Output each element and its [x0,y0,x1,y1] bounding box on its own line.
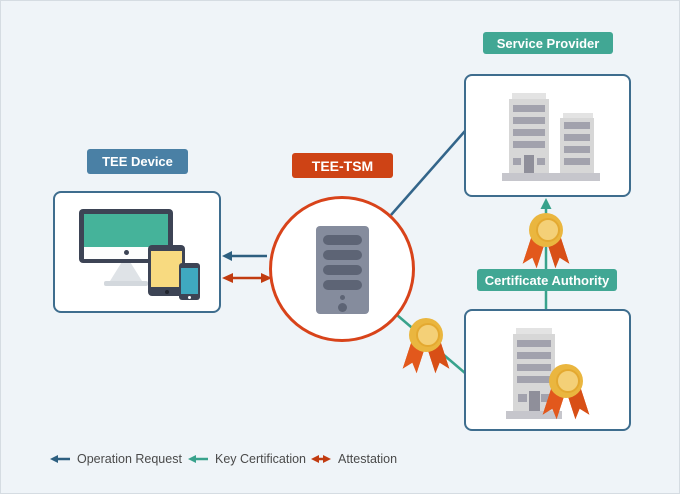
building-window [513,158,521,165]
building-roof [563,113,593,118]
building-windows [517,340,551,385]
server-icon [316,226,369,314]
server-slat [323,280,362,290]
up-arrowhead [540,198,552,209]
building-door [524,155,534,173]
server-led-large [338,303,347,312]
medal-coin-inner [536,218,560,242]
certificate-authority-label: Certificate Authority [477,269,617,291]
smartphone-icon [179,263,200,300]
building-roof [516,328,552,334]
buildings-icon [509,99,549,173]
phone-home-button [188,295,191,299]
building-window [537,158,545,165]
imac-base [104,281,148,286]
imac-screen [84,214,168,247]
building-door [529,391,540,411]
building-base [502,173,555,181]
server-led-small [340,295,345,300]
tablet-screen [151,251,182,287]
phone-screen [181,268,198,294]
building-windows [564,122,590,169]
certificate-medal-icon [524,213,568,273]
building-windows [513,105,545,149]
legend-attestation: Attestation [310,451,397,467]
left-arrowhead-blue [222,251,232,261]
legend-label: Key Certification [215,452,307,466]
building-window [518,394,527,402]
left-arrowhead-red [222,273,233,283]
right-arrowhead-red [261,273,272,283]
building-base [555,173,600,181]
legend-key-certification: Key Certification [187,451,306,467]
building-window [541,394,550,402]
double-arrow-red-icon [311,455,331,463]
tee-tsm-label: TEE-TSM [292,153,393,178]
service-provider-box [464,74,631,197]
imac-stand [110,263,142,281]
server-slat [323,235,362,245]
tee-device-label: TEE Device [87,149,188,174]
service-provider-label: Service Provider [483,32,613,54]
tee-device-box [53,191,221,313]
tablet-icon [148,245,185,296]
building-base [506,411,562,419]
legend-label: Operation Request [77,452,182,466]
building-roof [512,93,546,99]
medal-coin-inner [556,369,580,393]
certificate-medal-icon [544,364,588,424]
tsm-to-sp-line [390,130,466,216]
legend-label: Attestation [338,452,398,466]
medal-coin-inner [416,323,440,347]
server-slat [323,265,362,275]
imac-button-dot [124,250,129,255]
building-icon [560,118,594,173]
legend-operation-request: Operation Request [49,451,182,467]
server-slat [323,250,362,260]
certificate-medal-icon [404,318,448,378]
left-arrow-teal-icon [188,455,208,463]
left-arrow-blue-icon [50,455,70,463]
tee-tsm-circle [269,196,415,342]
certificate-authority-box [464,309,631,431]
tablet-home-button [164,289,169,294]
